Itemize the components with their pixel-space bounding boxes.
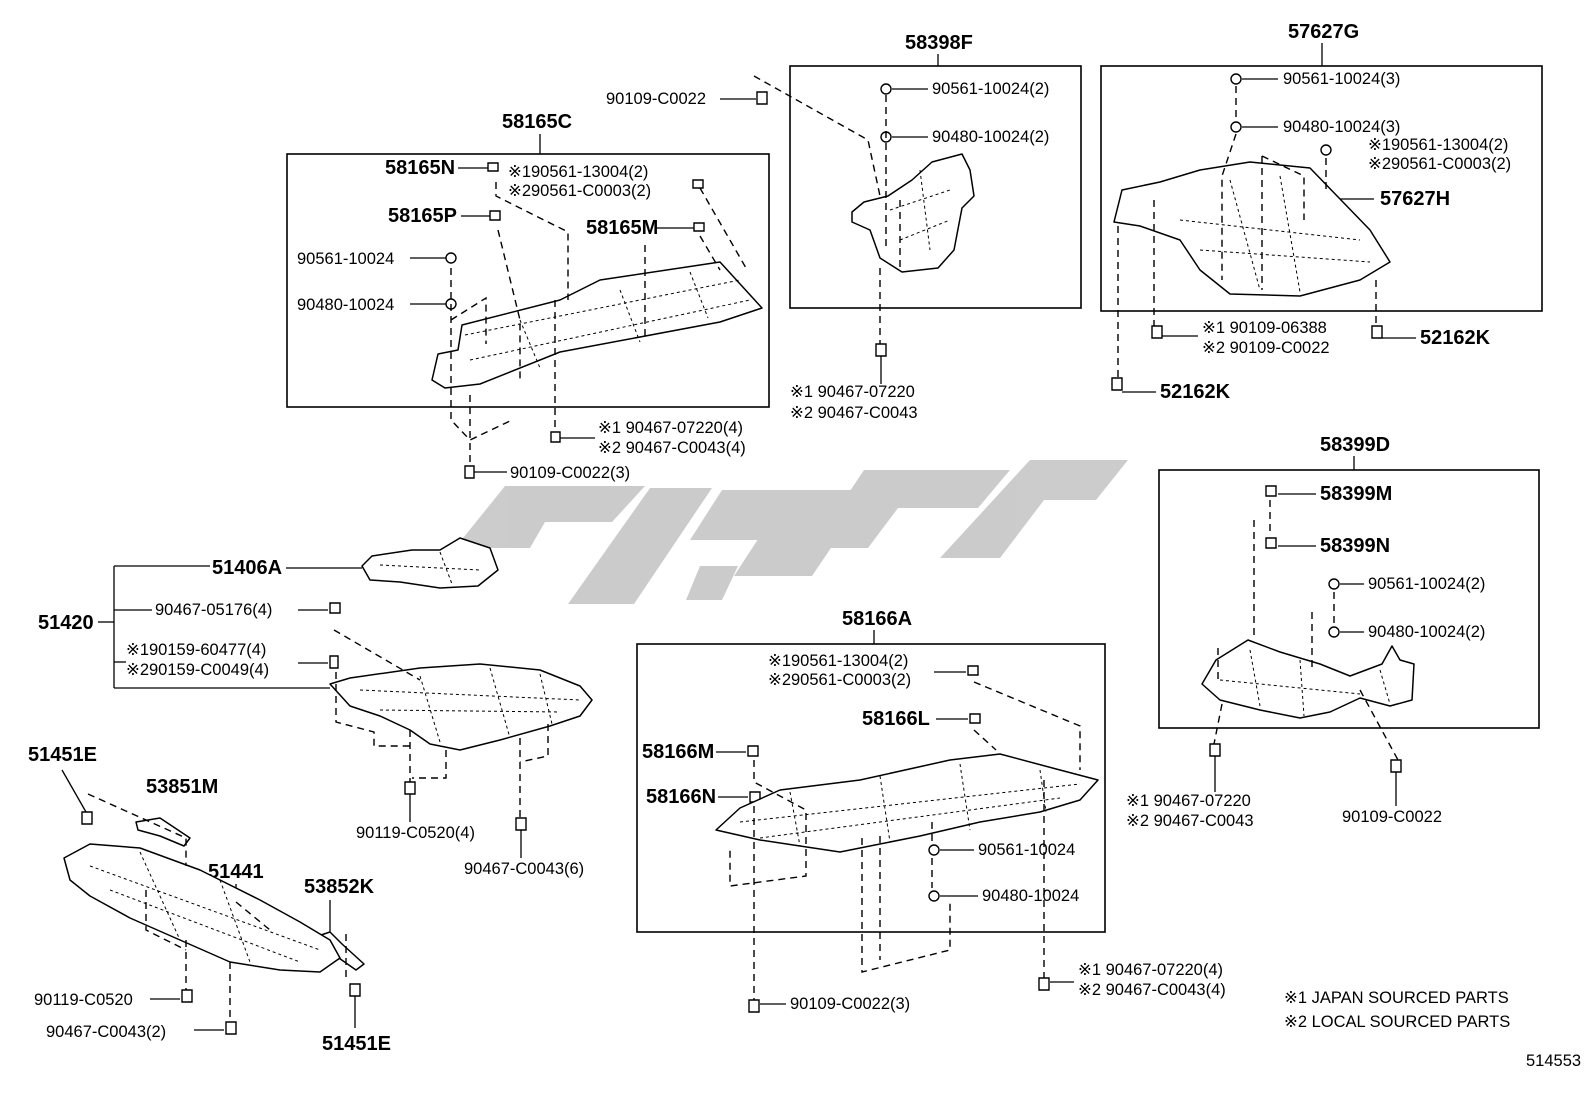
label-58166A-j2: ※290561-C0003(2): [768, 671, 911, 689]
label-58166A-grommet: 90480-10024: [982, 887, 1079, 905]
label-58165C-j2: ※290561-C0003(2): [508, 182, 651, 200]
part-58398F-cover: [851, 153, 975, 273]
label-58166A-bolt-j2: ※2 90467-C0043(4): [1078, 981, 1226, 999]
label-58399M: 58399M: [1320, 483, 1392, 505]
label-58166A-clip: 90561-10024: [978, 841, 1075, 859]
label-58399D-bolt-j1: ※1 90467-07220: [1126, 792, 1251, 810]
label-57627G-j2: ※290561-C0003(2): [1368, 155, 1511, 173]
group-title-58166A: 58166A: [842, 608, 912, 630]
label-58166M: 58166M: [642, 741, 714, 763]
label-58165M: 58165M: [586, 217, 658, 239]
group-title-51420: 51420: [38, 612, 94, 634]
label-58398F-clip: 90561-10024(2): [932, 80, 1049, 98]
label-58399D-screw: 90109-C0022: [1342, 808, 1442, 826]
group-title-58165C: 58165C: [502, 111, 572, 133]
label-58166A-j1: ※190561-13004(2): [768, 652, 908, 670]
group-58166A: 58166A ※190561-13004(2) ※290561-C0003(2)…: [636, 608, 1226, 1013]
note-japan-sourced: ※1 JAPAN SOURCED PARTS: [1284, 989, 1509, 1007]
label-58166A-screw: 90109-C0022(3): [790, 995, 910, 1013]
part-53851M-bracket: [135, 817, 191, 847]
label-51441-bolt: 90467-C0043(2): [46, 1023, 166, 1041]
group-box-58165C: [286, 153, 770, 408]
group-box-57627G: [1100, 65, 1543, 312]
label-58398F-screw: 90109-C0022: [606, 90, 706, 108]
label-58398F-bolt-j1: ※1 90467-07220: [790, 383, 915, 401]
label-58166A-bolt-j1: ※1 90467-07220(4): [1078, 961, 1223, 979]
label-58165C-screw: 90109-C0022(3): [510, 464, 630, 482]
label-58165C-grommet: 90480-10024: [297, 296, 394, 314]
part-57627G-cover: [1113, 161, 1391, 297]
part-58165C-cover: [431, 261, 763, 389]
group-box-58398F: [789, 65, 1082, 309]
label-58165C-bolt-j2: ※2 90467-C0043(4): [598, 439, 746, 457]
group-51420: 51420 51406A 90467-05176(4) ※190159-6047…: [38, 537, 593, 878]
group-title-51441: 51441: [208, 861, 264, 883]
label-57627G-j1: ※190561-13004(2): [1368, 136, 1508, 154]
group-58165C: 58165C 58165N ※190561-13004(2) ※290561-C…: [286, 111, 770, 482]
label-58398F-bolt-j2: ※2 90467-C0043: [790, 404, 918, 422]
part-58399D-cover: [1201, 639, 1415, 719]
label-51420-j1: ※190159-60477(4): [126, 641, 266, 659]
label-57627G-clip: 90561-10024(3): [1283, 70, 1400, 88]
group-title-57627G: 57627G: [1288, 21, 1359, 43]
label-51406A: 51406A: [212, 557, 282, 579]
label-51420-bolt: 90467-C0043(6): [464, 860, 584, 878]
label-51420-clip: 90467-05176(4): [155, 601, 272, 619]
group-title-58398F: 58398F: [905, 32, 973, 54]
label-51420-j2: ※290159-C0049(4): [126, 661, 269, 679]
label-58399D-clip: 90561-10024(2): [1368, 575, 1485, 593]
part-51420-cover: [329, 663, 593, 751]
label-58399D-bolt-j2: ※2 90467-C0043: [1126, 812, 1254, 830]
label-58165P: 58165P: [388, 205, 457, 227]
label-57627G-grommet: 90480-10024(3): [1283, 118, 1400, 136]
group-57627G: 57627G 90561-10024(3) 90480-10024(3) ※19…: [1100, 21, 1543, 403]
label-57627G-bolt-j1: ※1 90109-06388: [1202, 319, 1327, 337]
label-51451E-a: 51451E: [28, 744, 97, 766]
label-58166N: 58166N: [646, 786, 716, 808]
group-box-58399D: [1158, 469, 1540, 729]
label-58399D-grommet: 90480-10024(2): [1368, 623, 1485, 641]
label-53852K: 53852K: [304, 876, 375, 898]
label-58166L: 58166L: [862, 708, 930, 730]
label-57627G-bolt-j2: ※2 90109-C0022: [1202, 339, 1330, 357]
label-58399N: 58399N: [1320, 535, 1390, 557]
label-58165C-bolt-j1: ※1 90467-07220(4): [598, 419, 743, 437]
part-51441-cover: [63, 843, 341, 973]
group-title-58399D: 58399D: [1320, 434, 1390, 456]
label-52162K-b: 52162K: [1160, 381, 1231, 403]
group-58398F: 58398F 90109-C0022 90561-10024(2) 90480-…: [606, 32, 1082, 422]
group-58399D: 58399D 58399M 58399N 90561-10024(2) 9048…: [1126, 434, 1540, 830]
group-51441: 51451E 53851M 51441 53852K 90119-C0520 9…: [28, 744, 391, 1055]
label-58165C-j1: ※190561-13004(2): [508, 163, 648, 181]
note-local-sourced: ※2 LOCAL SOURCED PARTS: [1284, 1013, 1510, 1031]
label-53851M: 53851M: [146, 776, 218, 798]
watermark-logo: [455, 460, 1128, 604]
label-51441-screw: 90119-C0520: [34, 991, 133, 1009]
group-box-58166A: [636, 643, 1106, 933]
label-58165N: 58165N: [385, 157, 455, 179]
label-58165C-clip: 90561-10024: [297, 250, 394, 268]
diagram-code: 514553: [1526, 1052, 1581, 1070]
label-58398F-grommet: 90480-10024(2): [932, 128, 1049, 146]
label-51451E-b: 51451E: [322, 1033, 391, 1055]
label-52162K-a: 52162K: [1420, 327, 1491, 349]
label-57627H: 57627H: [1380, 188, 1450, 210]
label-51420-screw: 90119-C0520(4): [356, 824, 475, 842]
part-51406A-cover: [361, 537, 499, 589]
